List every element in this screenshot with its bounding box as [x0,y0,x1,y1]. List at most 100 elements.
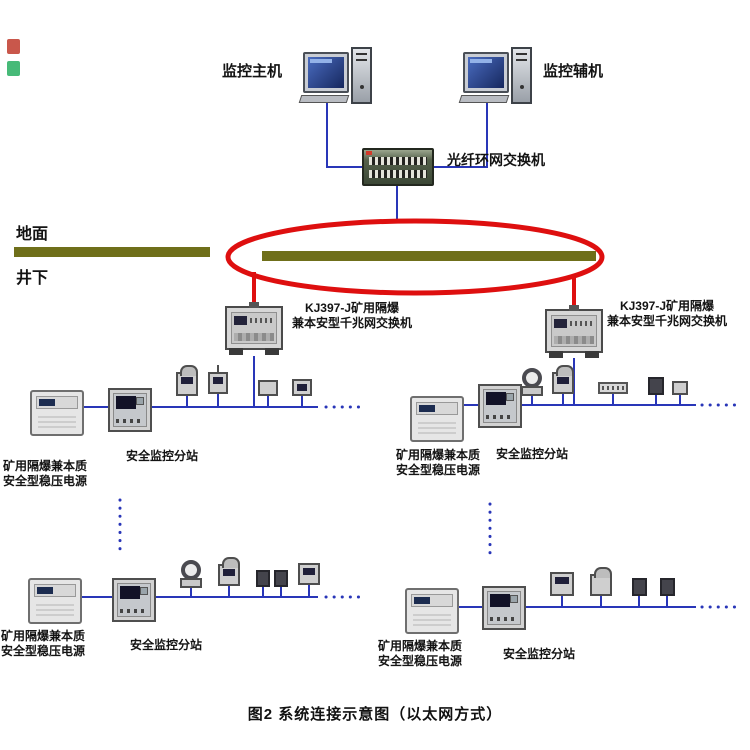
main-host-monitor [303,52,349,93]
substation-label: 安全监控分站 [496,447,569,461]
kj-foot [549,351,563,358]
psu-display [414,597,430,604]
sensor-stems-row1-left [186,394,303,407]
kj397-label-line1: KJ397-J矿用隔爆 [619,299,715,313]
sub-screen [486,392,506,405]
ground-label: 地面 [16,226,49,243]
power-supply-label-line1: 矿用隔爆兼本质 [0,629,85,643]
sensor-device [274,570,288,587]
sub-buttons [116,419,142,423]
sensor-device [632,578,647,596]
psu-vents [36,601,74,616]
ring-network [225,218,605,309]
sensor-device [258,380,278,396]
cable-main-host [326,98,362,168]
psu-vents [418,419,456,434]
sensor-device [521,368,543,396]
fiber-ring-switch-device [362,148,434,186]
psu-vents [38,413,76,428]
sub-buttons [490,617,516,621]
power-supply-label-line2: 安全型稳压电源 [2,474,87,488]
sensor-ring [522,368,542,388]
corner-mark-red [7,39,20,54]
sensor-device [550,572,574,596]
sensor-device [180,560,202,588]
sensor-device [590,567,612,596]
sensor-device [208,365,228,394]
psu-display [37,587,53,594]
aux-host-monitor [463,52,509,93]
surface-bars [14,247,596,261]
sensor-device [256,570,270,587]
kj-knob [569,305,579,311]
kj-display [234,316,247,325]
sensor-device [298,563,320,585]
sub-buttons [486,415,512,419]
sub-buttons [120,609,146,613]
aux-host-screen [468,57,504,88]
surface-bar-middle [262,251,596,261]
sub-port [506,393,514,401]
psu-panel [36,396,78,409]
psu-display [419,405,435,412]
sensor-ring [181,560,201,580]
power-supply-label-line2: 安全型稳压电源 [0,644,85,658]
sensor-display [555,577,569,584]
sensor-device [552,365,574,394]
substation-row2-right [482,586,526,630]
sub-port [136,397,144,405]
sub-screen [116,396,136,409]
kj-foot [265,348,279,355]
power-supply-label: 矿用隔爆兼本质 安全型稳压电源 [395,448,481,478]
aux-host-tower [511,47,532,104]
main-host-screen [308,57,344,88]
sensor-display [223,569,235,576]
kj397-switch-right [545,305,603,358]
sensor-device [292,379,312,396]
ring-switch-label: 光纤环网交换机 [447,152,545,168]
psu-panel [416,402,458,415]
sensor-pins [602,386,624,390]
ring-ellipse [225,218,605,296]
substation-label: 安全监控分站 [130,638,203,652]
kj-display [554,319,567,328]
main-host-label: 监控主机 [222,63,283,80]
kj397-label-line1: KJ397-J矿用隔爆 [304,301,400,315]
sensor-display [557,377,569,384]
figure-caption: 图2 系统连接示意图（以太网方式） [247,706,503,723]
aux-host-keyboard [458,95,510,103]
sensor-base [521,386,543,396]
sensor-display [303,568,315,575]
kj-ports [570,321,594,326]
sub-screen [120,586,140,599]
power-supply-label-line1: 矿用隔爆兼本质 [395,448,480,462]
continuation-dots [118,403,740,609]
sub-port [510,595,518,603]
substation-label: 安全监控分站 [126,449,199,463]
sub-port [140,587,148,595]
kj397-left-label: KJ397-J矿用隔爆 兼本安型千兆网交换机 [287,301,417,331]
sensor-stems-row2-left [190,585,310,597]
power-supply-label-line1: 矿用隔爆兼本质 [2,459,87,473]
sensor-device [660,578,675,596]
main-host-tower [351,47,372,104]
sensor-device [672,381,688,395]
sensor-stems-row2-right [561,596,668,607]
psu-display [39,399,55,406]
switch-ports-row2 [369,170,427,178]
kj397-right-label: KJ397-J矿用隔爆 兼本安型千兆网交换机 [602,299,732,329]
power-supply-label-line2: 安全型稳压电源 [395,463,480,477]
substation-label: 安全监控分站 [503,647,576,661]
substation-row2-left [112,578,156,622]
power-supply-label-line1: 矿用隔爆兼本质 [377,639,462,653]
substation-row1-right [478,384,522,428]
kj-vents [554,336,594,344]
corner-mark-green [7,61,20,76]
kj397-label-line2: 兼本安型千兆网交换机 [291,316,412,330]
kj-vents [234,333,274,341]
main-host-keyboard [298,95,350,103]
kj-ports [250,318,274,323]
power-supply-row1-left [30,390,84,436]
